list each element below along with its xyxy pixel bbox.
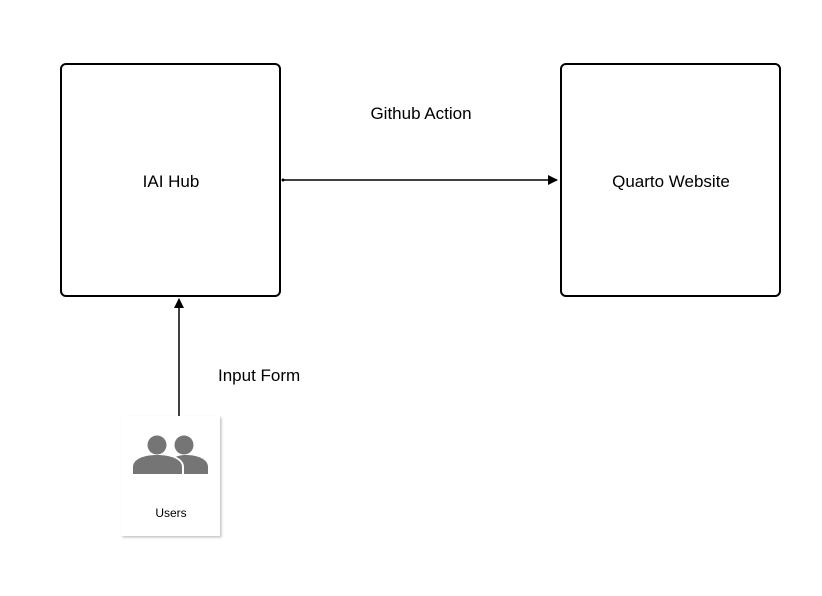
users-label: Users	[155, 506, 186, 520]
edge-github-action-start-dot	[281, 178, 285, 182]
node-quarto-website[interactable]: Quarto Website	[560, 63, 781, 297]
edge-input-form[interactable]: Input Form	[174, 298, 300, 416]
users-icon	[131, 433, 208, 476]
edge-github-action[interactable]: Github Action	[281, 104, 558, 185]
edge-input-form-label: Input Form	[218, 366, 300, 385]
node-iai-hub[interactable]: IAI Hub	[60, 63, 281, 297]
edge-github-action-label: Github Action	[370, 104, 471, 123]
node-iai-hub-box	[60, 63, 281, 297]
node-quarto-website-box	[560, 63, 781, 297]
node-users[interactable]: Users	[121, 416, 220, 536]
node-iai-hub-label: IAI Hub	[143, 172, 200, 191]
node-quarto-website-label: Quarto Website	[612, 172, 730, 191]
